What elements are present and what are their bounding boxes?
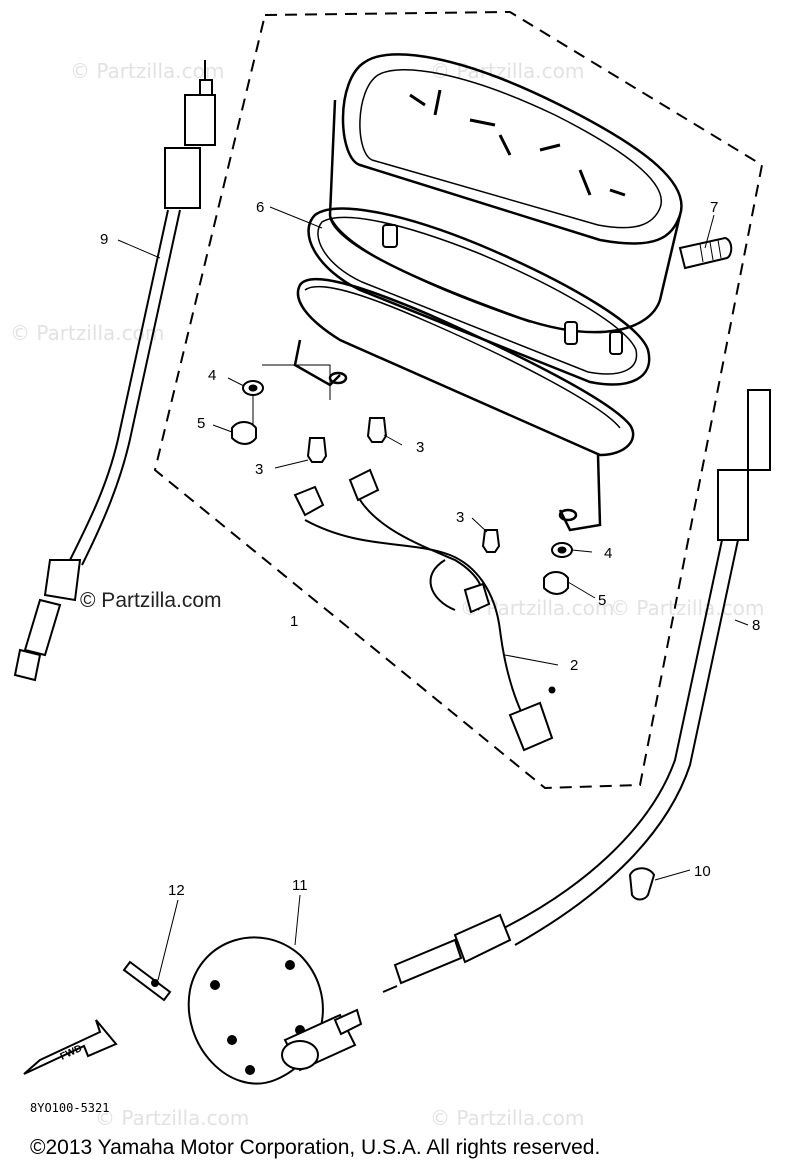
clamp-10 (628, 867, 656, 901)
watermark: © Partzilla.com (430, 1106, 584, 1130)
callout-3: 3 (255, 461, 263, 478)
callout-6: 6 (256, 199, 264, 216)
watermark: © Partzilla.com (70, 59, 224, 83)
watermark: © Partzilla.com (610, 596, 764, 620)
callout-11: 11 (292, 877, 308, 894)
bulbs (306, 417, 501, 553)
pin-12 (122, 960, 172, 1002)
callout-5: 5 (598, 592, 606, 609)
cable-9 (13, 60, 216, 682)
callout-8: 8 (752, 617, 760, 634)
leader-lines-top (252, 364, 331, 425)
forward-arrow-icon: FWD (23, 1019, 118, 1075)
callout-12: 12 (168, 882, 185, 899)
callout-1: 1 (290, 613, 298, 630)
callout-5: 5 (197, 415, 205, 432)
callout-7: 7 (710, 199, 718, 216)
assembly-boundary (153, 10, 764, 790)
cable-8 (382, 389, 771, 993)
callout-3: 3 (456, 509, 464, 526)
diagram-code: 8YO100-5321 (30, 1101, 109, 1115)
leader-lines (117, 206, 749, 981)
callout-10: 10 (694, 863, 711, 880)
meter-housing (328, 53, 683, 334)
watermark-dark: © Partzilla.com (80, 589, 222, 612)
meter-gear-unit (187, 936, 363, 1085)
forward-arrow-label: FWD (59, 1043, 84, 1063)
callout-2: 2 (570, 657, 578, 674)
washers-nuts (231, 380, 573, 595)
gasket (307, 207, 651, 386)
studs (382, 224, 623, 355)
callout-4: 4 (208, 367, 216, 384)
watermark: © Partzilla.com (95, 1106, 249, 1130)
wire-harness (293, 468, 556, 752)
callout-3: 3 (416, 439, 424, 456)
grommet-7 (678, 236, 733, 270)
copyright-notice: ©2013 Yamaha Motor Corporation, U.S.A. A… (30, 1136, 601, 1159)
callout-9: 9 (100, 231, 108, 248)
meter-bracket (293, 277, 635, 532)
callout-4: 4 (604, 545, 612, 562)
